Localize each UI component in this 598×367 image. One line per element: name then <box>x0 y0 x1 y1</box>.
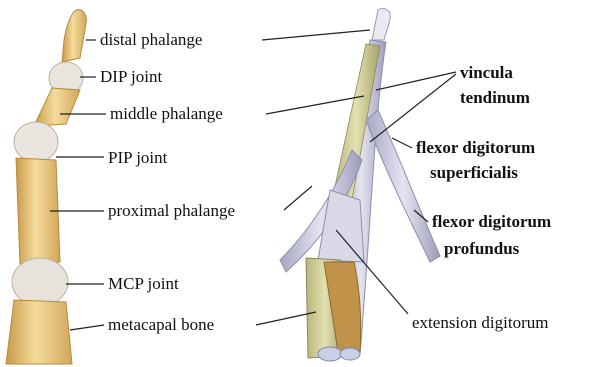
middle-phalange-shape <box>34 88 80 126</box>
label-middle-phalange: middle phalange <box>110 104 223 123</box>
label-vincula-line2: tendinum <box>460 88 530 107</box>
mcp-joint-shape <box>12 258 68 306</box>
lateral-slip-shape <box>318 190 364 262</box>
label-vincula-line1: vincula <box>460 63 513 82</box>
label-dip-joint: DIP joint <box>100 67 162 86</box>
leader-middle-right <box>266 96 364 114</box>
label-extension-digitorum: extension digitorum <box>412 313 548 332</box>
leader-vincula-1 <box>376 72 456 90</box>
flexor-digitorum-superficialis-shape <box>366 110 440 262</box>
leader-vincula-2 <box>370 74 456 142</box>
metacarpal-bone-shape <box>6 300 72 364</box>
pip-joint-shape <box>14 122 58 162</box>
distal-phalange-shape <box>62 10 86 62</box>
label-mcp-joint: MCP joint <box>108 274 179 293</box>
tip-shape <box>372 8 390 40</box>
label-distal-phalange: distal phalange <box>100 30 202 49</box>
leader-proximal-right <box>284 186 312 210</box>
label-metacarpal-bone: metacapal bone <box>108 315 214 334</box>
label-pip-joint: PIP joint <box>108 148 168 167</box>
tendon-end-shape <box>318 347 342 361</box>
leader-fds <box>392 138 412 148</box>
label-proximal-phalange: proximal phalange <box>108 201 235 220</box>
leader-distal-right <box>262 30 370 40</box>
label-fds-line2: superficialis <box>430 163 518 182</box>
label-fds-line1: flexor digitorum <box>416 138 535 157</box>
tendon-end-shape-2 <box>340 348 360 360</box>
label-fdp-line1: flexor digitorum <box>432 212 551 231</box>
label-fdp-line2: profundus <box>444 239 520 258</box>
tendon-illustration <box>280 8 440 361</box>
finger-bone-illustration <box>6 10 86 364</box>
leader-metacarpal-left <box>70 325 104 330</box>
